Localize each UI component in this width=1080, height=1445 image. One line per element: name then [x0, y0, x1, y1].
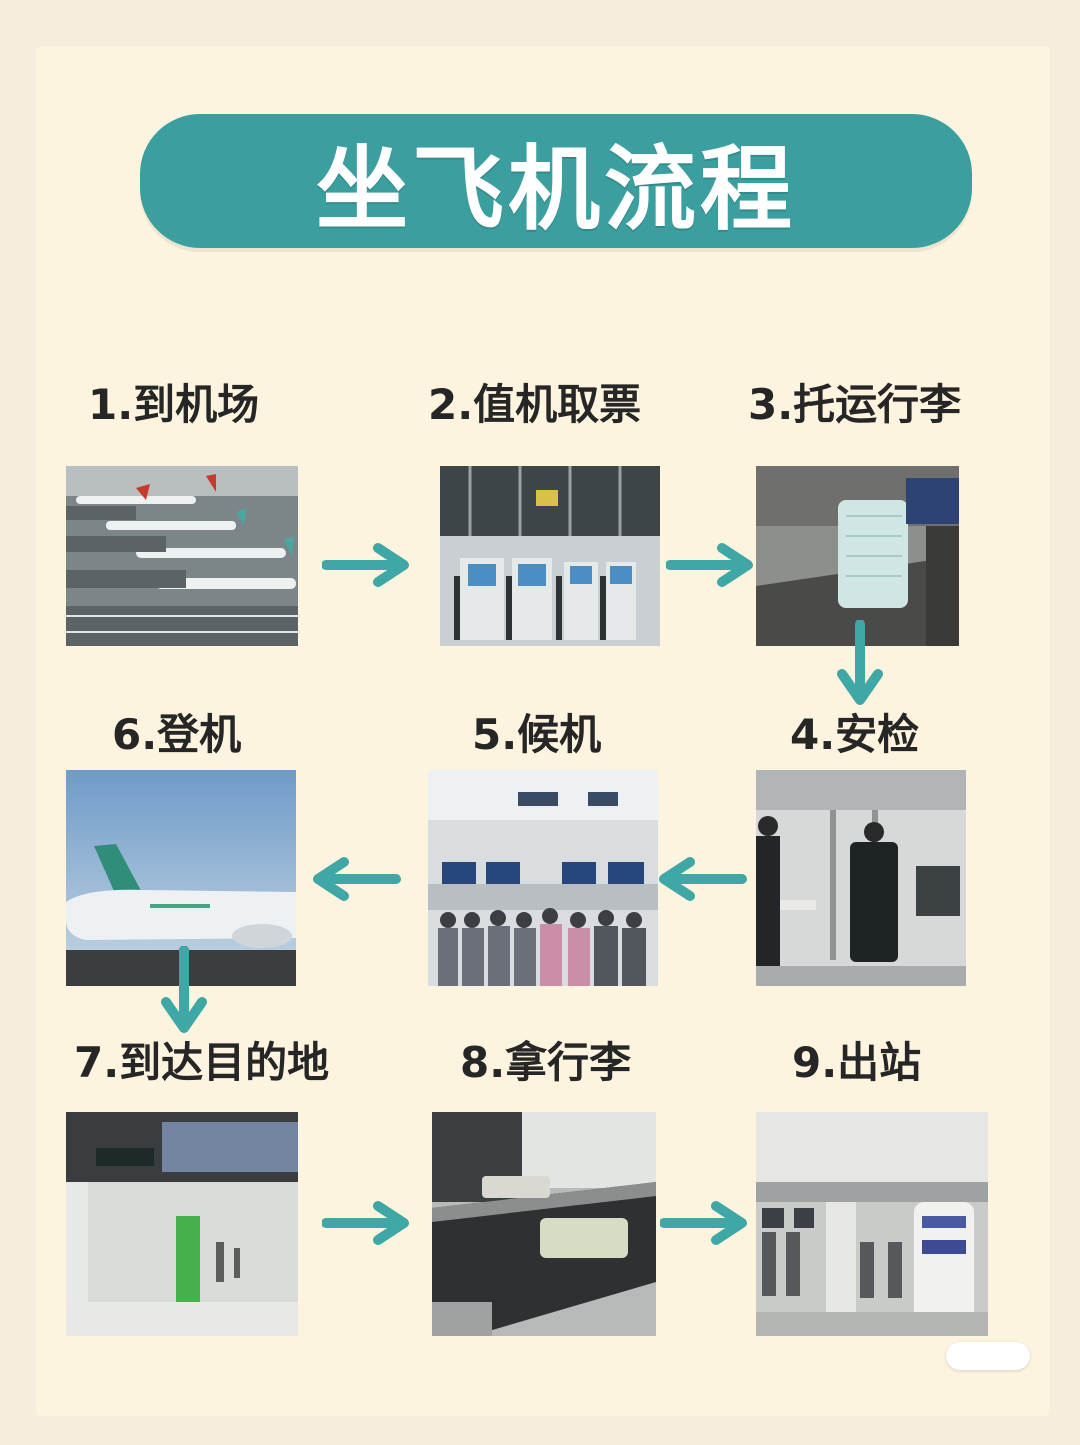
step-2-label: 2.值机取票	[428, 380, 642, 429]
step-3-label: 3.托运行李	[748, 380, 962, 429]
arrow-right-8-to-9-icon	[660, 1200, 750, 1246]
step-8-label: 8.拿行李	[460, 1038, 632, 1087]
arrow-right-1-to-2-icon	[322, 542, 412, 588]
title-banner: 坐飞机流程	[140, 114, 972, 248]
arrow-left-5-to-6-icon	[310, 856, 402, 902]
arrow-down-3-to-4-icon	[834, 620, 886, 708]
arrival-hall-photo	[66, 1112, 298, 1336]
step-1-label: 1.到机场	[88, 380, 260, 429]
step-7-label: 7.到达目的地	[74, 1038, 330, 1087]
security-check-photo	[756, 770, 966, 986]
airport-apron-photo	[66, 466, 298, 646]
step-6-label: 6.登机	[112, 710, 242, 759]
arrow-down-6-to-7-icon	[158, 946, 210, 1036]
arrow-right-2-to-3-icon	[666, 542, 756, 588]
terminal-waiting-photo	[428, 770, 658, 986]
page-title: 坐飞机流程	[315, 135, 796, 243]
arrow-left-4-to-5-icon	[656, 856, 748, 902]
step-4-label: 4.安检	[790, 710, 920, 759]
step-9-label: 9.出站	[792, 1038, 922, 1087]
watermark-pill	[946, 1342, 1030, 1370]
self-checkin-kiosk-photo	[440, 466, 660, 646]
baggage-checkin-photo	[756, 466, 959, 646]
step-5-label: 5.候机	[472, 710, 602, 759]
exit-gate-photo	[756, 1112, 988, 1336]
baggage-carousel-photo	[432, 1112, 656, 1336]
arrow-right-7-to-8-icon	[322, 1200, 412, 1246]
